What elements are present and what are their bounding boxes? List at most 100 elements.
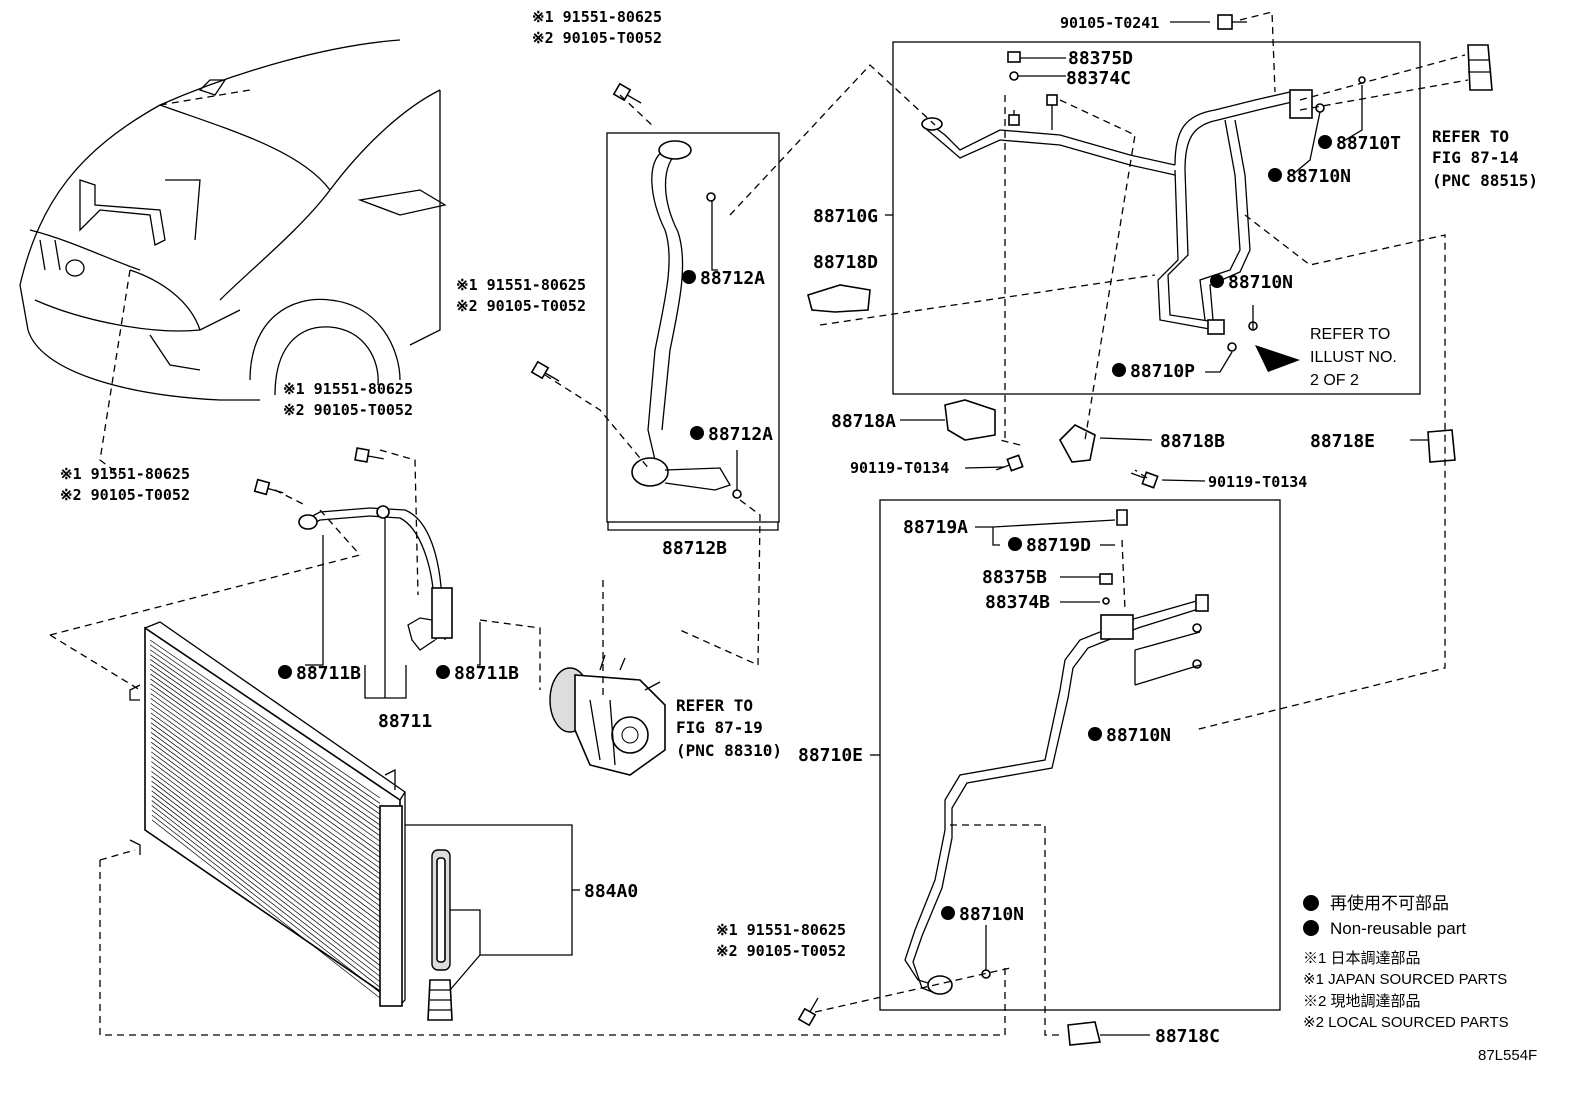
condenser-fin — [149, 639, 381, 799]
label-88375B: 88375B — [982, 567, 1047, 588]
bolt-label-1-line1: ※1 91551-80625 — [532, 8, 662, 26]
condenser-fin — [150, 659, 381, 820]
condenser-fin — [151, 785, 381, 961]
condenser-fin — [150, 746, 381, 918]
label-88374B: 88374B — [985, 592, 1050, 613]
legend-en-local: ※2 LOCAL SOURCED PARTS — [1303, 1014, 1509, 1031]
condenser-fin — [150, 741, 381, 912]
condenser-fin — [151, 751, 381, 923]
condenser-fin — [151, 780, 381, 956]
condenser-fin — [151, 771, 381, 945]
label-88374C: 88374C — [1066, 68, 1131, 89]
condenser-assembly — [129, 621, 453, 1021]
label-88710G: 88710G — [813, 206, 878, 227]
legend-jp-local: ※2 現地調達部品 — [1303, 993, 1421, 1010]
bolt-label-2-line1: ※1 91551-80625 — [456, 276, 586, 294]
legend-en-nonreusable: Non-reusable part — [1330, 919, 1466, 938]
refer-fig-87-19-line2: FIG 87-19 — [676, 718, 763, 737]
compressor — [549, 654, 666, 776]
bolt-label-5-line1: ※1 91551-80625 — [716, 921, 846, 939]
pipe-88710E-group — [879, 499, 1281, 1011]
condenser-fin — [151, 775, 381, 950]
label-88712A-top: 88712A — [700, 268, 765, 289]
legend-dot-jp — [1303, 895, 1319, 911]
label-88711: 88711 — [378, 711, 432, 732]
label-88712A-bottom: 88712A — [708, 424, 773, 445]
label-88718B: 88718B — [1160, 431, 1225, 452]
condenser-fin — [151, 761, 381, 934]
condenser-fin — [151, 795, 381, 972]
label-90119-T0134-left: 90119-T0134 — [850, 459, 949, 477]
label-88710E: 88710E — [798, 745, 863, 766]
condenser-fin — [151, 819, 381, 999]
refer-illust-line3: 2 OF 2 — [1310, 372, 1359, 389]
condenser-fin — [150, 702, 381, 869]
legend-en-japan: ※1 JAPAN SOURCED PARTS — [1303, 971, 1507, 988]
hose-88711 — [298, 505, 453, 651]
bolt-label-1-line2: ※2 90105-T0052 — [532, 29, 662, 47]
condenser-fin — [149, 649, 381, 810]
label-88710N-d: 88710N — [959, 904, 1024, 925]
label-88710P: 88710P — [1130, 361, 1195, 382]
label-88718E: 88718E — [1310, 431, 1375, 452]
legend: 再使用不可部品 Non-reusable part ※1 日本調達部品 ※1 J… — [1303, 893, 1509, 1031]
bolts — [253, 14, 1247, 1027]
condenser-fin — [150, 693, 381, 858]
condenser-fin — [151, 756, 381, 929]
condenser-fin — [151, 805, 381, 983]
hose-88712B — [606, 132, 780, 523]
refer-fig-87-14-line1: REFER TO — [1432, 127, 1509, 146]
condenser-fin — [150, 717, 381, 885]
refer-illust-line1: REFER TO — [1310, 326, 1390, 343]
label-88712B: 88712B — [662, 538, 727, 559]
bolt-label-2-line2: ※2 90105-T0052 — [456, 297, 586, 315]
label-88710N-a: 88710N — [1286, 166, 1351, 187]
label-88711B-left: 88711B — [296, 663, 361, 684]
condenser-fin — [150, 678, 381, 842]
label-88719A: 88719A — [903, 517, 968, 538]
condenser-fin — [149, 644, 381, 804]
condenser-fin — [149, 654, 381, 815]
condenser-fin — [150, 737, 381, 907]
label-88718C: 88718C — [1155, 1026, 1220, 1047]
condenser-fin — [150, 727, 381, 896]
condenser-fin — [150, 722, 381, 891]
condenser-fin — [150, 664, 381, 826]
label-88375D: 88375D — [1068, 48, 1133, 69]
bolt-label-4-line2: ※2 90105-T0052 — [60, 486, 190, 504]
condenser-fin — [151, 800, 381, 977]
refer-fig-87-14-line3: (PNC 88515) — [1432, 171, 1538, 190]
condenser-fin — [151, 766, 381, 939]
bolt-label-3-line1: ※1 91551-80625 — [283, 380, 413, 398]
condenser-fin — [150, 712, 381, 880]
label-884A0: 884A0 — [584, 881, 638, 902]
legend-dot-en — [1303, 920, 1319, 936]
label-88719D: 88719D — [1026, 535, 1091, 556]
refer-illust-line2: ILLUST NO. — [1310, 349, 1397, 366]
label-88710N-c: 88710N — [1106, 725, 1171, 746]
figure-id: 87L554F — [1478, 1047, 1537, 1064]
label-90119-T0134-right: 90119-T0134 — [1208, 473, 1307, 491]
bolt-label-3-line2: ※2 90105-T0052 — [283, 401, 413, 419]
condenser-fin — [150, 683, 381, 847]
bolt-labels: ※1 91551-80625 ※2 90105-T0052 ※1 91551-8… — [60, 8, 846, 960]
refer-notes: REFER TO FIG 87-14 (PNC 88515) REFER TO … — [676, 127, 1538, 760]
label-88711B-right: 88711B — [454, 663, 519, 684]
condenser-fin — [150, 707, 381, 874]
bolt-label-5-line2: ※2 90105-T0052 — [716, 942, 846, 960]
label-88710T: 88710T — [1336, 133, 1401, 154]
condenser-fin — [150, 668, 381, 831]
legend-jp-nonreusable: 再使用不可部品 — [1330, 893, 1449, 913]
condenser-fin — [150, 688, 381, 853]
label-88710N-b: 88710N — [1228, 272, 1293, 293]
label-90105-T0241: 90105-T0241 — [1060, 14, 1159, 32]
condenser-fin — [151, 809, 381, 988]
refer-fig-87-14-line2: FIG 87-14 — [1432, 148, 1519, 167]
bolt-label-4-line1: ※1 91551-80625 — [60, 465, 190, 483]
label-88718D: 88718D — [813, 252, 878, 273]
condenser-fin — [150, 698, 381, 864]
nonreusable-markers — [278, 135, 1332, 920]
condenser-fin — [151, 814, 381, 993]
refer-fig-87-19-line3: (PNC 88310) — [676, 741, 782, 760]
